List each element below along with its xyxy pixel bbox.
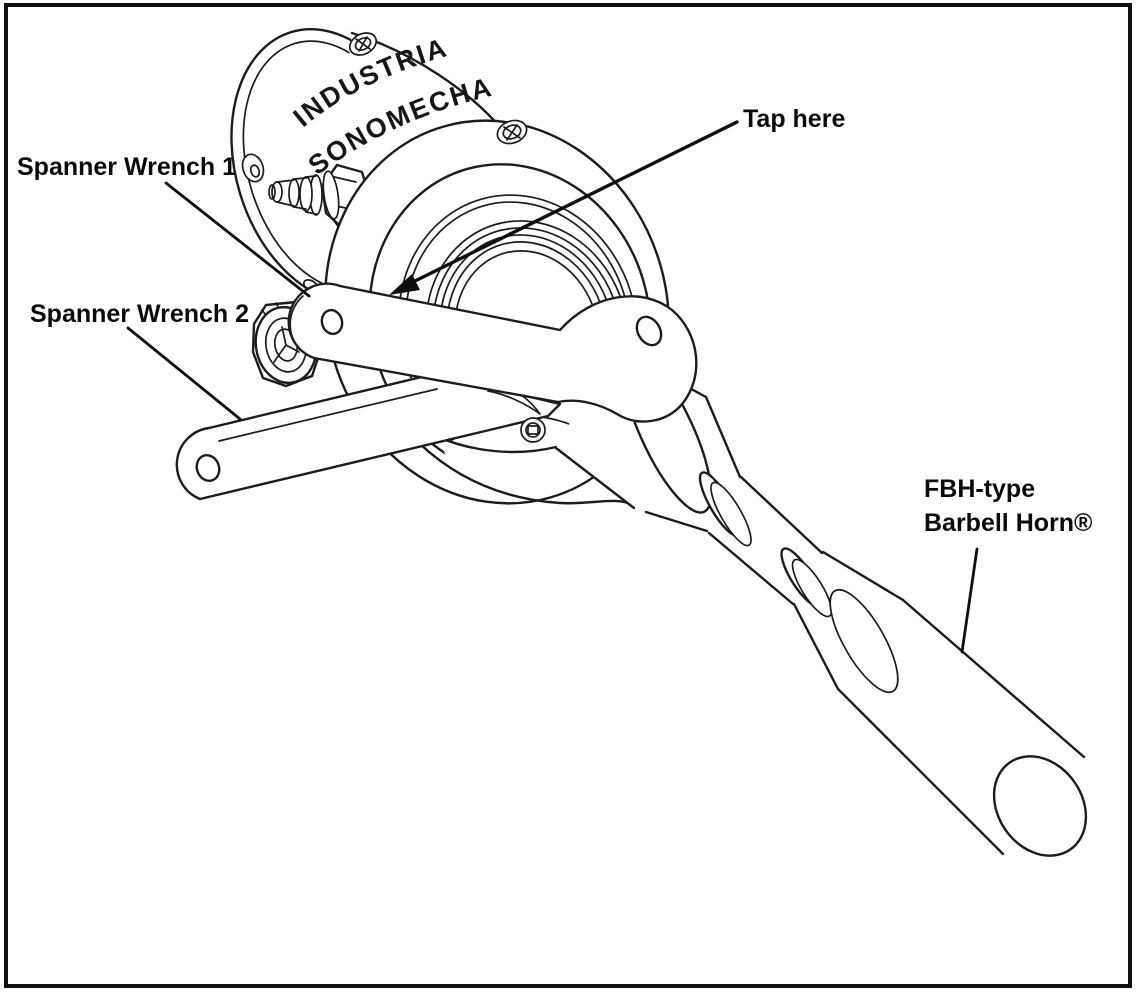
annotations: Spanner Wrench 1 Spanner Wrench 2 Tap he… (17, 105, 1093, 654)
label-tap-here: Tap here (743, 105, 845, 133)
horn-end-face (992, 755, 1088, 857)
arrowhead-icon (389, 274, 420, 295)
horn-handle-base-ring (829, 588, 899, 694)
label-spanner-wrench-2: Spanner Wrench 2 (30, 300, 249, 328)
label-spanner-wrench-1: Spanner Wrench 1 (17, 153, 236, 181)
housing-screw (496, 119, 528, 145)
leader-line-wrench-1 (164, 181, 311, 298)
label-fbh-line-1: FBH-type (924, 475, 1035, 503)
flange-screw-top (348, 32, 378, 56)
leader-line-wrench-2 (126, 326, 242, 421)
horn-handle (836, 598, 1088, 857)
spanner-wrench-1-hole (320, 308, 344, 336)
flange-screw-side (241, 153, 265, 183)
tap-here-arrow (389, 120, 739, 295)
spanner-wrench-2-hole (195, 454, 221, 482)
spanner-wrench-2 (175, 372, 562, 501)
set-screw (520, 417, 546, 443)
label-fbh-barbell-horn: FBH-type Barbell Horn® (924, 475, 1093, 537)
spanner-wrench-1-hook-hole (635, 315, 663, 347)
leader-line-horn (960, 547, 979, 654)
spanner-wrench-1 (287, 282, 698, 423)
label-fbh-line-2: Barbell Horn® (924, 509, 1093, 537)
barbell-horn (554, 340, 1112, 880)
